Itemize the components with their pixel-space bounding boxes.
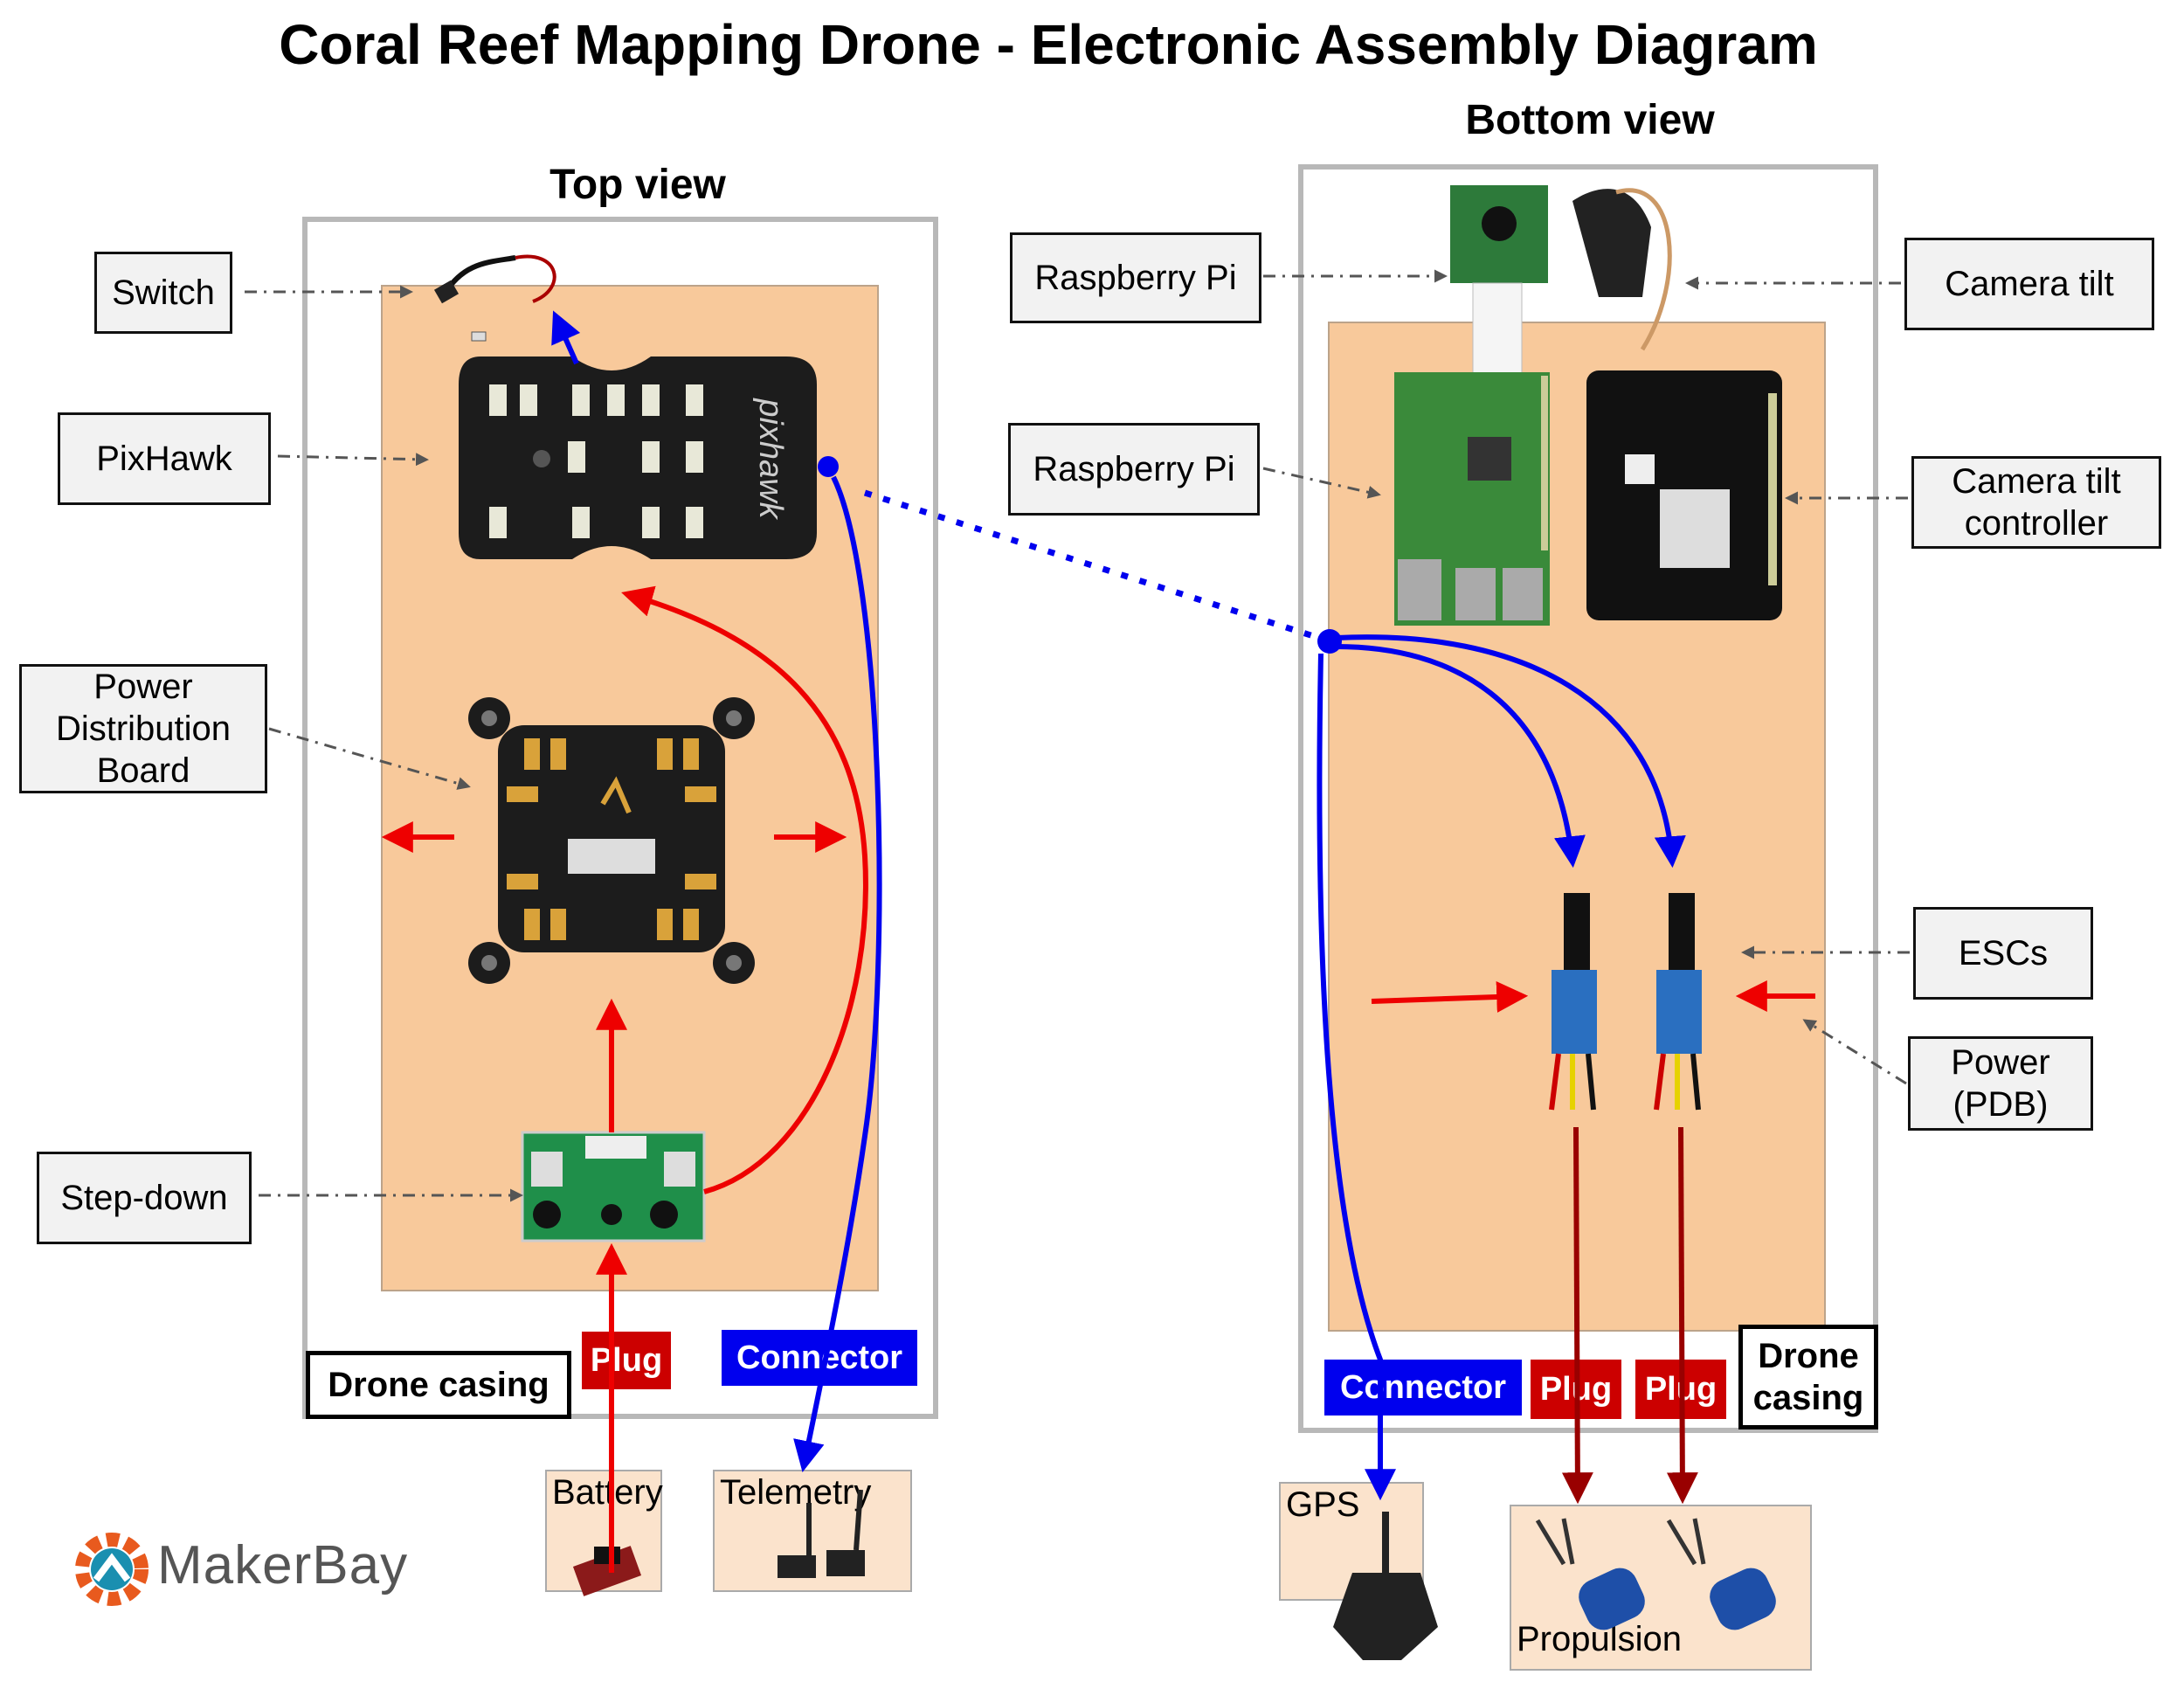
top-connector-dot <box>818 456 839 477</box>
camera-tilt-label: Camera tilt <box>1904 238 2154 330</box>
signal-arrows-bottom <box>1317 634 1686 1501</box>
pi-camera-component <box>1450 185 1672 380</box>
pdb-component <box>468 697 755 984</box>
power-arrows-bottom <box>1371 980 1815 1013</box>
signal-arrows-top <box>551 310 882 1473</box>
pointer-lines <box>245 269 1910 1202</box>
telemetry-component <box>778 1489 865 1578</box>
propulsion-arrows <box>1561 1126 1698 1505</box>
battery-component <box>572 1546 642 1596</box>
bottom-connector-tag: Connector <box>1324 1360 1522 1416</box>
pdb-label: Power Distribution Board <box>19 664 267 793</box>
telemetry-label: Telemetry <box>720 1473 872 1512</box>
battery-box: Battery <box>545 1470 663 1592</box>
bottom-casing-tag: Drone casing <box>1738 1325 1878 1429</box>
camera-tilt-controller-label: Camera tilt controller <box>1911 456 2161 549</box>
bottom-view-title: Bottom view <box>1465 97 1715 143</box>
diagram-title: Coral Reef Mapping Drone - Electronic As… <box>279 13 1818 76</box>
tilt-controller-component <box>1586 370 1782 620</box>
raspberry-pi-component <box>1394 372 1550 626</box>
power-pdb-label: Power (PDB) <box>1908 1036 2093 1131</box>
motor-component-1 <box>1535 1518 1645 1630</box>
pixhawk-label: PixHawk <box>58 412 271 505</box>
switch-component <box>433 254 556 342</box>
esc-component-1 <box>1549 893 1597 1111</box>
battery-label: Battery <box>552 1473 663 1512</box>
raspberry-pi-label: Raspberry Pi <box>1008 423 1260 516</box>
escs-label: ESCs <box>1913 907 2093 1000</box>
gps-component <box>1333 1512 1438 1660</box>
stepdown-component <box>521 1131 706 1242</box>
top-plug-tag: Plug <box>582 1332 671 1389</box>
bottom-connector-dot <box>1317 629 1342 654</box>
pixhawk-component: pixhawk <box>459 356 817 559</box>
top-casing-tag: Drone casing <box>306 1351 571 1419</box>
top-view-title: Top view <box>549 162 726 208</box>
motor-component-2 <box>1666 1518 1776 1630</box>
power-arrows-top <box>381 585 868 1573</box>
switch-label: Switch <box>94 252 232 334</box>
raspberry-pi-camera-label: Raspberry Pi <box>1010 232 1261 323</box>
esc-component-2 <box>1654 893 1702 1111</box>
pixhawk-logo-text: pixhawk <box>752 398 789 520</box>
gear-icon <box>75 1533 149 1606</box>
makerbay-logo: MakerBay <box>70 1520 437 1616</box>
stepdown-label: Step-down <box>37 1152 252 1244</box>
gps-label: GPS <box>1286 1485 1360 1524</box>
makerbay-logo-text: MakerBay <box>157 1535 409 1595</box>
inter-view-link <box>863 489 1326 643</box>
